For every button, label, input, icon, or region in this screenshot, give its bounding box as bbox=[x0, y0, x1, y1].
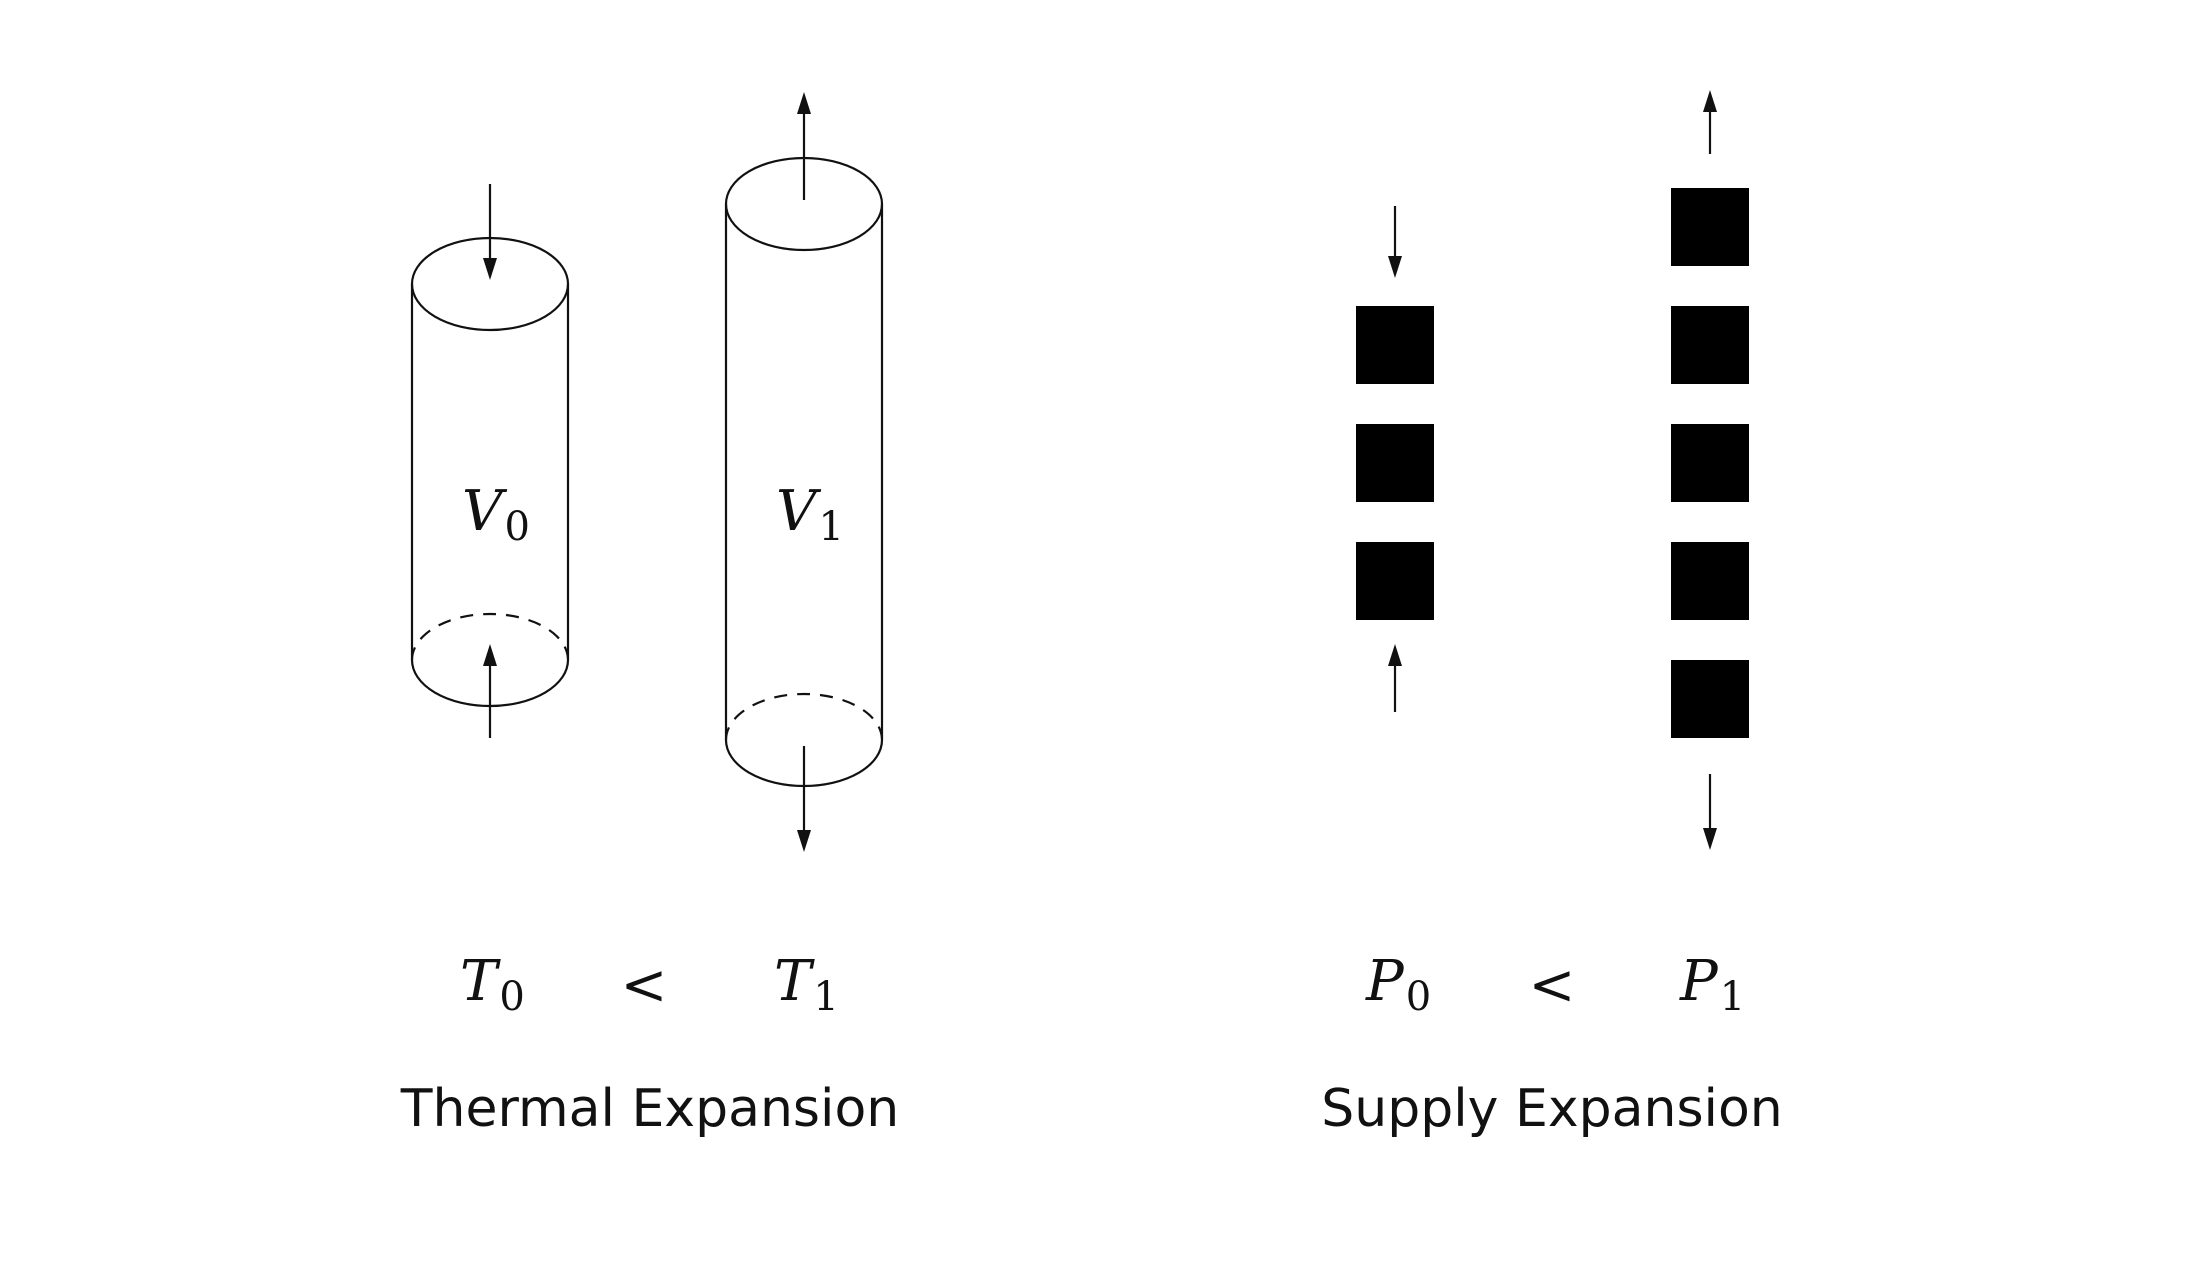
thermal-expansion-caption: Thermal Expansion bbox=[400, 1079, 899, 1139]
price-p0-symbol: P bbox=[1365, 949, 1405, 1014]
volume-v1-subscript: 1 bbox=[818, 504, 843, 550]
less-than-symbol: < bbox=[1529, 953, 1576, 1018]
volume-label-v0: V0 bbox=[462, 479, 530, 550]
temperature-label-t0: T0 bbox=[460, 949, 525, 1020]
arrow-down-icon bbox=[797, 746, 811, 852]
supply-block bbox=[1356, 306, 1434, 384]
price-p1-subscript: 1 bbox=[1720, 974, 1745, 1020]
block-stack-small bbox=[1356, 206, 1434, 712]
volume-v1-symbol: V bbox=[776, 479, 822, 544]
supply-block bbox=[1671, 188, 1749, 266]
price-label-p1: P1 bbox=[1679, 949, 1745, 1020]
arrow-up-icon bbox=[483, 644, 497, 738]
volume-label-v1: V1 bbox=[776, 479, 844, 550]
temperature-t0-symbol: T bbox=[460, 949, 501, 1014]
cylinder-v0-bottom-back-edge bbox=[410, 612, 570, 661]
supply-block bbox=[1356, 424, 1434, 502]
price-label-p0: P0 bbox=[1365, 949, 1431, 1020]
supply-block bbox=[1671, 306, 1749, 384]
supply-block bbox=[1671, 424, 1749, 502]
block-stack-large bbox=[1671, 90, 1749, 850]
supply-expansion-caption: Supply Expansion bbox=[1321, 1079, 1783, 1139]
supply-block bbox=[1356, 542, 1434, 620]
arrow-up-icon bbox=[797, 92, 811, 200]
price-p1-symbol: P bbox=[1679, 949, 1719, 1014]
cylinder-v1-bottom-back-edge bbox=[724, 692, 884, 741]
arrow-down-icon bbox=[1703, 774, 1717, 850]
temperature-t0-subscript: 0 bbox=[499, 974, 524, 1020]
supply-block bbox=[1671, 660, 1749, 738]
arrow-down-icon bbox=[483, 184, 497, 280]
arrow-up-icon bbox=[1388, 644, 1402, 712]
price-p0-subscript: 0 bbox=[1406, 974, 1431, 1020]
cylinder-v0: V0 bbox=[410, 184, 570, 738]
supply-expansion-panel: P0 < P1 Supply Expansion bbox=[1321, 90, 1783, 1139]
less-than-symbol: < bbox=[621, 953, 668, 1018]
thermal-expansion-panel: V0 V1 T0 < bbox=[400, 92, 899, 1139]
temperature-t1-symbol: T bbox=[774, 949, 815, 1014]
volume-v0-subscript: 0 bbox=[504, 504, 529, 550]
volume-v0-symbol: V bbox=[462, 479, 508, 544]
supply-block bbox=[1671, 542, 1749, 620]
arrow-up-icon bbox=[1703, 90, 1717, 154]
temperature-label-t1: T1 bbox=[774, 949, 839, 1020]
arrow-down-icon bbox=[1388, 206, 1402, 278]
cylinder-v1: V1 bbox=[724, 92, 884, 852]
temperature-t1-subscript: 1 bbox=[813, 974, 838, 1020]
